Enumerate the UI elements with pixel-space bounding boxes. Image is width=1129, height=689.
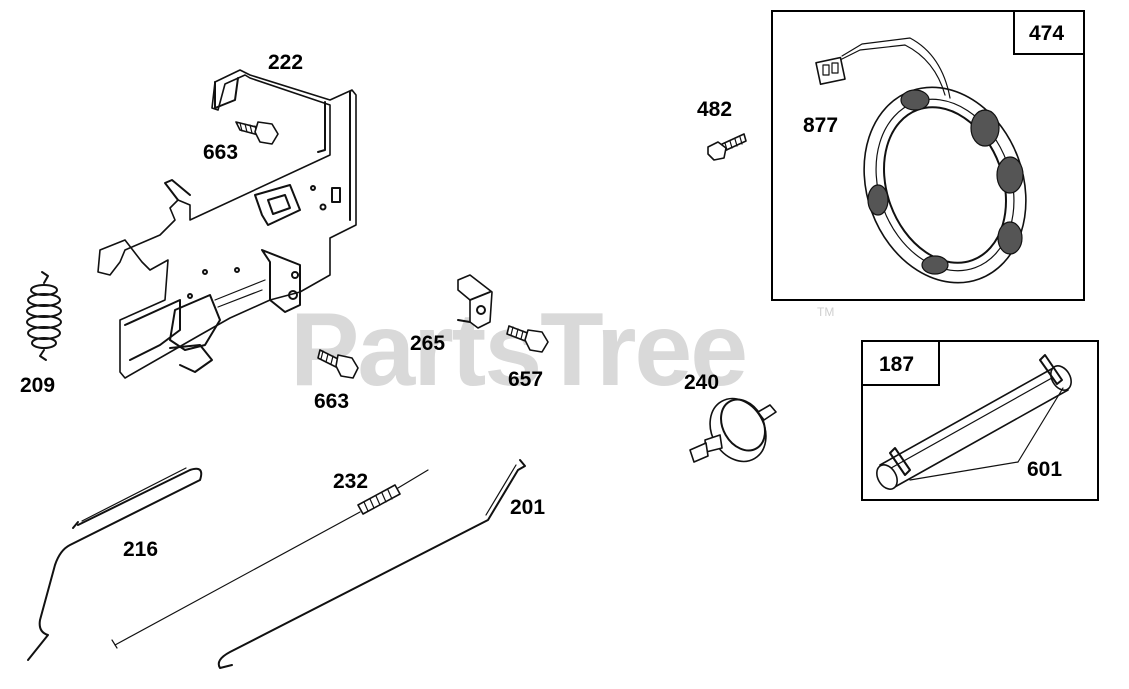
part-663-screw-lower[interactable] (317, 349, 359, 379)
label-216: 216 (123, 538, 158, 561)
part-601-hose-clamp[interactable] (889, 354, 1064, 481)
box-474-frame (771, 10, 1085, 301)
label-240: 240 (684, 371, 719, 394)
box-187-label-frame (861, 340, 940, 386)
label-877: 877 (803, 114, 838, 137)
box-187-frame (861, 340, 1099, 501)
watermark-trademark: TM (817, 305, 834, 319)
box-474-label: 474 (1029, 22, 1064, 45)
part-209-spring[interactable] (26, 271, 62, 361)
part-201-governor-link[interactable] (217, 459, 526, 669)
label-601: 601 (1027, 458, 1062, 481)
box-474: 474 (771, 10, 1085, 301)
label-663-upper: 663 (203, 141, 238, 164)
box-187-label: 187 (879, 353, 914, 376)
label-657: 657 (508, 368, 543, 391)
box-474-label-frame (1013, 10, 1085, 55)
label-209: 209 (20, 374, 55, 397)
label-232: 232 (333, 470, 368, 493)
box-187: 187 (861, 340, 1099, 501)
part-232-governor-spring[interactable] (111, 469, 429, 649)
label-201: 201 (510, 496, 545, 519)
part-482-screw[interactable] (707, 133, 747, 161)
part-877-stator[interactable] (815, 37, 1053, 306)
part-240-fuel-filter[interactable] (689, 388, 777, 471)
label-222: 222 (268, 51, 303, 74)
label-265: 265 (410, 332, 445, 355)
label-663-lower: 663 (314, 390, 349, 413)
part-657-screw[interactable] (506, 325, 549, 353)
part-265-clip[interactable] (457, 274, 493, 329)
watermark: PartsTree (290, 292, 746, 408)
part-222-control-bracket[interactable] (97, 69, 357, 379)
part-216-throttle-link[interactable] (27, 467, 203, 661)
label-482: 482 (697, 98, 732, 121)
part-663-screw-upper[interactable] (235, 121, 279, 145)
